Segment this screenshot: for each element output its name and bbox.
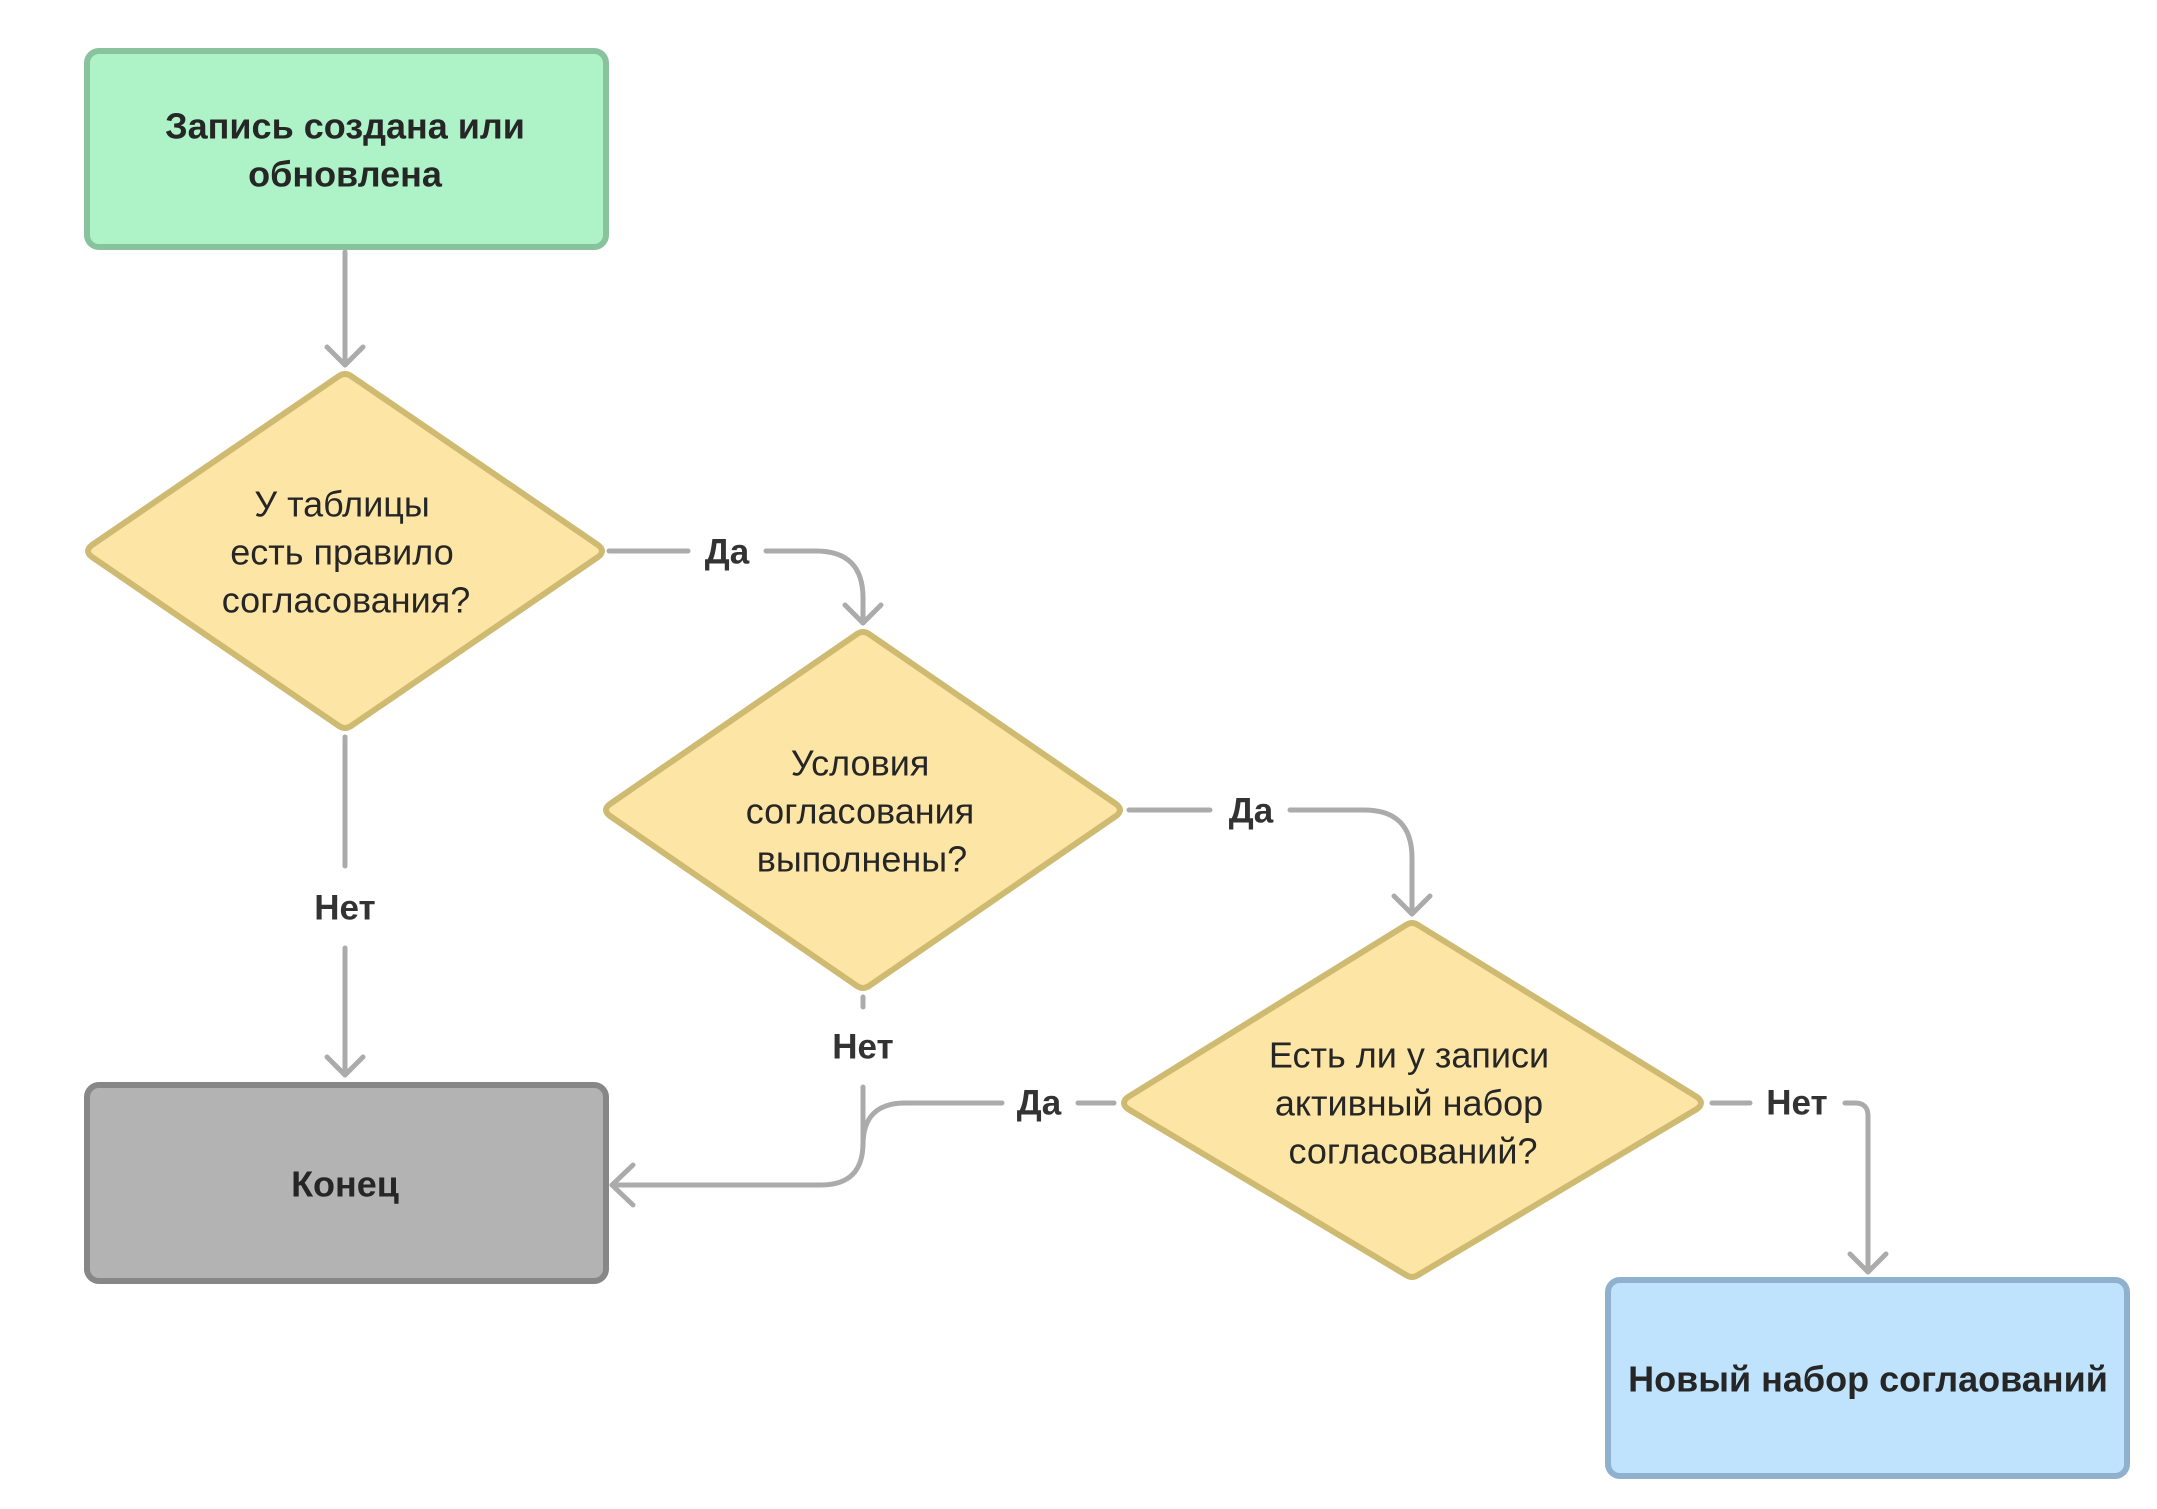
end-label: Конец [291, 1164, 399, 1205]
decision-conditions-line-3: выполнены? [757, 839, 967, 880]
arrowhead-end-side [609, 1162, 636, 1208]
node-start[interactable]: Запись создана или обновлена [84, 48, 609, 250]
node-decision-conditions[interactable]: Условия согласования выполнены? [603, 629, 1123, 991]
node-new-set[interactable]: Новый набор соглаований [1605, 1277, 2130, 1479]
end-box [84, 1082, 609, 1284]
decision-conditions-diamond [603, 629, 1123, 991]
decision-active-set-line-2: активный набор [1275, 1083, 1543, 1124]
node-end[interactable]: Конец [84, 1082, 609, 1284]
decision-active-set-diamond [1121, 920, 1704, 1280]
new-set-box [1605, 1277, 2130, 1479]
arrowhead-conditions [842, 602, 884, 626]
decision-active-set-line-1: Есть ли у записи [1269, 1035, 1549, 1076]
connector-conditions-yes-2 [1287, 807, 1415, 917]
edge-label-active-no: Нет [1766, 1084, 1827, 1123]
arrowhead-end-top [324, 1054, 366, 1078]
arrowhead-rule [324, 344, 366, 368]
node-decision-rule[interactable]: У таблицы есть правило согласования? [85, 371, 605, 731]
start-box [84, 48, 609, 250]
new-set-label: Новый набор соглаований [1628, 1359, 2108, 1400]
decision-conditions-line-1: Условия [791, 743, 930, 784]
connectors [324, 249, 1889, 1275]
connector-active-yes [860, 1100, 1005, 1148]
connector-conditions-no-2 [609, 1084, 866, 1188]
edge-labels: Да Нет Да Нет Да Нет [314, 533, 1827, 1123]
edge-label-conditions-yes: Да [1229, 792, 1274, 831]
edge-label-rule-yes: Да [705, 533, 750, 572]
arrowhead-active-set [1391, 893, 1433, 917]
decision-conditions-line-2: согласования [746, 791, 974, 832]
decision-rule-line-2: есть правило [230, 532, 453, 573]
decision-rule-line-3: согласования? [222, 580, 470, 621]
edge-label-active-yes: Да [1017, 1084, 1062, 1123]
decision-rule-line-1: У таблицы [254, 484, 430, 525]
edge-label-conditions-no: Нет [832, 1028, 893, 1067]
decision-rule-diamond [85, 371, 605, 731]
edge-label-rule-no: Нет [314, 889, 375, 928]
decision-active-set-line-3: согласований? [1288, 1131, 1537, 1172]
start-label-line-2: обновлена [248, 154, 443, 195]
arrowhead-new-set [1847, 1251, 1889, 1275]
connector-active-no-2 [1842, 1100, 1871, 1275]
connector-rule-yes-2 [763, 548, 866, 626]
start-label-line-1: Запись создана или [165, 106, 525, 147]
node-decision-active-set[interactable]: Есть ли у записи активный набор согласов… [1121, 920, 1704, 1280]
